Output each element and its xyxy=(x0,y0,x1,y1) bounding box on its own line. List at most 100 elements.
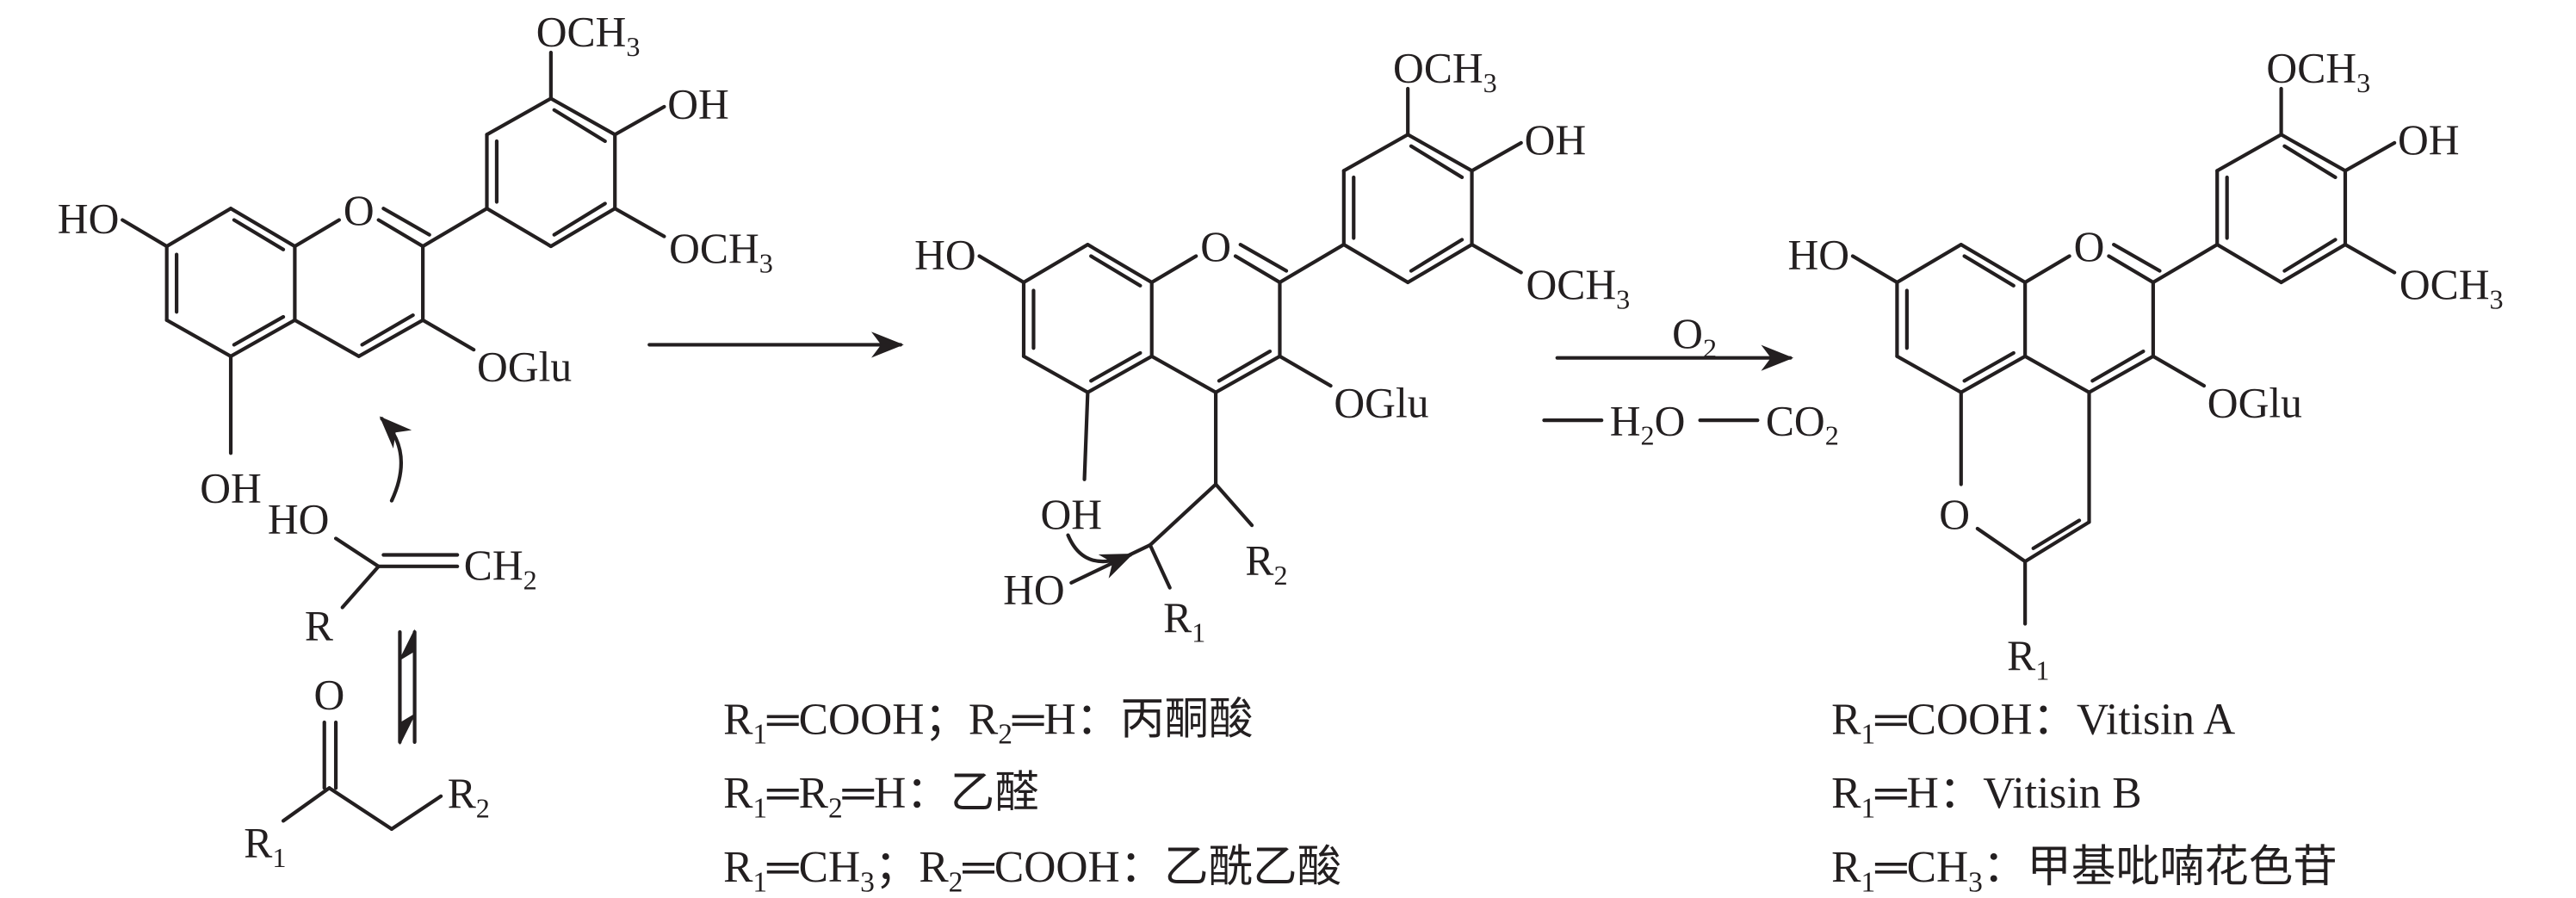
hydroxyl-label: OH xyxy=(1041,491,1103,538)
subscript: 3 xyxy=(2490,283,2504,314)
ring-oxygen-label: O xyxy=(344,187,375,234)
subscript: 1 xyxy=(752,719,767,751)
subscript: 2 xyxy=(1703,333,1717,364)
text-segment: R xyxy=(1831,695,1861,744)
legend-vitisin-a: R1═COOH：Vitisin A xyxy=(1831,695,2235,750)
text-segment: O xyxy=(344,187,375,234)
text-segment: O xyxy=(1939,491,1970,538)
enol-hydroxyl-label: HO xyxy=(268,496,330,543)
r1-label: R1 xyxy=(1163,594,1205,647)
text-segment: ═COOH：Vitisin A xyxy=(1874,695,2235,744)
text-segment: OH xyxy=(200,464,262,511)
text-segment: R xyxy=(244,819,272,866)
text-segment: ═CH xyxy=(1874,843,1968,892)
anthocyanin-skeleton xyxy=(1853,89,2394,393)
r2-label: R2 xyxy=(448,770,490,823)
text-segment: HO xyxy=(58,195,120,243)
curved-electron-arrow xyxy=(379,416,412,503)
text-segment: O xyxy=(2074,223,2105,270)
adduct-intermediate: OCH3 OH OCH3 HO O OGlu OH R2 HO R1 xyxy=(914,44,1630,647)
text-segment: OCH xyxy=(2266,44,2356,91)
text-segment: R xyxy=(1245,536,1273,584)
subscript: 1 xyxy=(752,793,767,825)
text-segment: R xyxy=(305,603,333,650)
methylene-label: CH2 xyxy=(464,542,537,595)
subscript: 2 xyxy=(1641,420,1655,451)
methoxy-label: OCH3 xyxy=(536,8,641,61)
subscript: 1 xyxy=(272,842,286,873)
text-segment: HO xyxy=(914,232,976,279)
r-group-label: R xyxy=(305,603,333,650)
text-segment: O xyxy=(314,672,345,719)
oxygen-reagent-label: O2 xyxy=(1672,310,1717,363)
text-segment: ：甲基吡喃花色苷 xyxy=(1983,843,2338,892)
hydroxyl-label: OH xyxy=(1525,116,1587,164)
hydroxyl-label: OH xyxy=(2398,116,2460,164)
text-segment: OCH xyxy=(669,225,759,272)
text-segment: O xyxy=(1200,223,1231,270)
glucoside-label: OGlu xyxy=(477,343,572,390)
text-segment: CH xyxy=(464,542,523,589)
subscript: 1 xyxy=(1861,719,1875,751)
text-segment: ═COOH：乙酰乙酸 xyxy=(962,843,1341,892)
subscript: 3 xyxy=(1968,866,1983,898)
hydroxyl-label: OH xyxy=(200,464,262,511)
text-segment: OGlu xyxy=(477,343,572,390)
anthocyanin-reactant: OCH3 OH OCH3 HO O OGlu OH HO CH2 R O R1 … xyxy=(58,8,773,872)
legend-methylpyranoanthocyanin: R1═CH3：甲基吡喃花色苷 xyxy=(1831,843,2338,898)
text-segment: HO xyxy=(1003,567,1065,614)
subscript: 2 xyxy=(1273,560,1287,591)
text-segment: OCH xyxy=(536,8,627,55)
hydroxyl-label: OH xyxy=(667,80,729,127)
text-segment: R xyxy=(1831,769,1861,818)
anthocyanin-skeleton xyxy=(980,89,1521,393)
text-segment: O xyxy=(1655,397,1686,444)
subscript: 2 xyxy=(828,793,843,825)
text-segment: O xyxy=(1672,310,1703,357)
text-segment: R xyxy=(723,769,753,818)
hydroxyl-label: HO xyxy=(1003,567,1065,614)
glucoside-label: OGlu xyxy=(1334,379,1428,426)
curved-electron-arrow xyxy=(1066,533,1134,579)
text-segment: OCH xyxy=(1526,261,1616,308)
hydroxyl-label: HO xyxy=(1788,232,1850,279)
text-segment: OCH xyxy=(2400,261,2490,308)
methoxy-label: OCH3 xyxy=(1526,261,1630,314)
text-segment: CO xyxy=(1766,397,1825,444)
subscript: 3 xyxy=(1616,283,1630,314)
subscript: 1 xyxy=(1861,793,1875,825)
text-segment: HO xyxy=(1788,232,1850,279)
methoxy-label: OCH3 xyxy=(2266,44,2370,97)
text-segment: R xyxy=(1163,594,1192,641)
pyran-oxygen-label: O xyxy=(1939,491,1970,538)
methoxy-label: OCH3 xyxy=(669,225,773,278)
text-segment: ═CH xyxy=(766,843,860,892)
subscript: 3 xyxy=(860,866,875,898)
ring-oxygen-label: O xyxy=(1200,223,1231,270)
text-segment: H xyxy=(1610,397,1641,444)
r2-label: R2 xyxy=(1245,536,1287,590)
text-segment: ═COOH；R xyxy=(766,695,999,744)
text-segment: R xyxy=(1831,843,1861,892)
text-segment: R xyxy=(448,770,476,817)
subscript: 2 xyxy=(1825,420,1839,451)
text-segment: OH xyxy=(667,80,729,127)
text-segment: OGlu xyxy=(2208,379,2302,426)
text-segment: ；R xyxy=(875,843,949,892)
text-segment: ═H：丙酮酸 xyxy=(1012,695,1254,744)
legend-vitisin-b: R1═H：Vitisin B xyxy=(1831,769,2141,824)
text-segment: OGlu xyxy=(1334,379,1428,426)
text-segment: ═R xyxy=(766,769,828,818)
text-segment: OH xyxy=(2398,116,2460,164)
co2-byproduct-label: CO2 xyxy=(1766,397,1839,450)
text-segment: R xyxy=(2007,632,2035,679)
ring-oxygen-label: O xyxy=(2074,223,2105,270)
glucoside-label: OGlu xyxy=(2208,379,2302,426)
water-byproduct-label: H2O xyxy=(1610,397,1686,450)
pyranoanthocyanin-product: OCH3 OH OCH3 HO O OGlu O R1 xyxy=(1788,44,2504,685)
legend-acetoacetic-acid: R1═CH3；R2═COOH：乙酰乙酸 xyxy=(723,843,1341,898)
carbonyl-oxygen-label: O xyxy=(314,672,345,719)
anthocyanin-skeleton xyxy=(122,53,664,356)
legend-acetaldehyde: R1═R2═H：乙醛 xyxy=(723,769,1039,824)
